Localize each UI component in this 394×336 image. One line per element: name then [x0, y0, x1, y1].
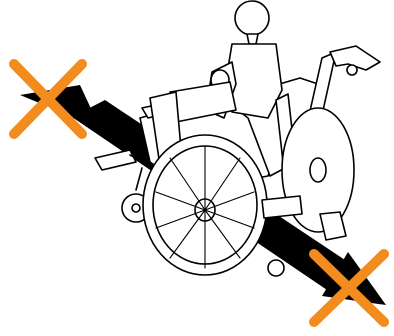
handle-knob [347, 65, 357, 75]
head [235, 1, 269, 35]
neck [247, 34, 258, 44]
caster-fork [136, 168, 142, 190]
caster-wheel-right [268, 260, 284, 276]
anchor-front [262, 196, 302, 218]
rear-hub-back [310, 158, 326, 182]
footrest [95, 150, 136, 170]
caster-hub-left [132, 204, 140, 212]
main-wheel [143, 135, 267, 275]
